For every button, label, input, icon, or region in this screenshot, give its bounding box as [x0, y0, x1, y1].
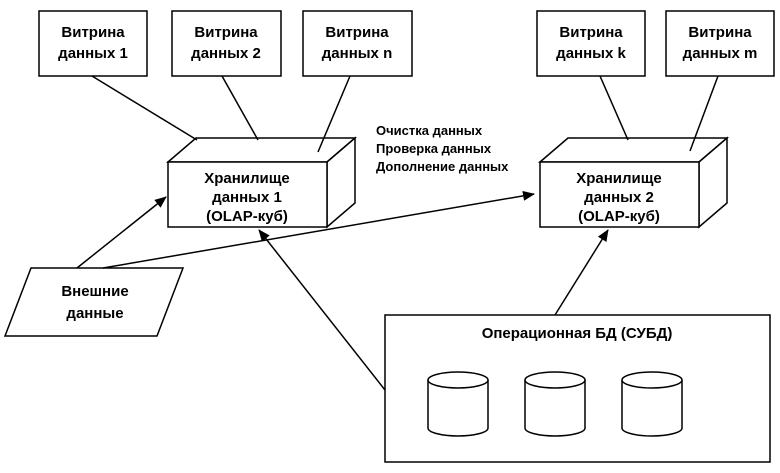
process-notes: Очистка данных Проверка данных Дополнени…	[376, 123, 509, 174]
data-mart-2: Витрина данных 2	[171, 10, 282, 77]
process-note-cleaning: Очистка данных	[376, 123, 483, 138]
data-warehouse-1: Хранилище данных 1 (OLAP-куб)	[165, 136, 358, 229]
warehouse-2-line-3: (OLAP-куб)	[578, 208, 660, 225]
warehouse-1-line-1: Хранилище	[204, 170, 290, 187]
mart-n-line-1: Витрина	[325, 24, 389, 41]
operational-db: Операционная БД (СУБД)	[384, 314, 771, 463]
database-cylinder-icon	[427, 371, 489, 437]
connector-mart-1-warehouse-1	[91, 75, 198, 141]
external-data: Внешние данные	[3, 267, 185, 337]
arrow-db-to-warehouse-2	[554, 229, 609, 316]
mart-m-line-1: Витрина	[688, 24, 752, 41]
warehouse-2-line-1: Хранилище	[576, 170, 662, 187]
mart-k-line-2: данных k	[556, 45, 626, 62]
process-note-checking: Проверка данных	[376, 141, 492, 156]
data-warehouse-2: Хранилище данных 2 (OLAP-куб)	[537, 136, 730, 229]
connector-mart-m-warehouse-2	[689, 75, 719, 152]
database-cylinder-icon	[621, 371, 683, 437]
mart-2-line-2: данных 2	[191, 45, 261, 62]
mart-m-line-2: данных m	[683, 45, 758, 62]
warehouse-1-line-3: (OLAP-куб)	[206, 208, 288, 225]
arrow-external-to-warehouse-1	[76, 196, 167, 269]
warehouse-1-line-2: данных 1	[212, 189, 282, 206]
connector-mart-k-warehouse-2	[599, 75, 629, 141]
operational-db-title: Операционная БД (СУБД)	[482, 325, 673, 342]
mart-n-line-2: данных n	[322, 45, 392, 62]
database-cylinder-icon	[524, 371, 586, 437]
connector-mart-n-warehouse-1	[317, 75, 351, 153]
arrow-external-to-warehouse-2	[102, 190, 535, 269]
data-mart-m: Витрина данных m	[665, 10, 775, 77]
process-note-supplement: Дополнение данных	[376, 159, 509, 174]
connector-mart-2-warehouse-1	[221, 75, 259, 141]
data-mart-k: Витрина данных k	[536, 10, 646, 77]
arrow-db-to-warehouse-1	[258, 229, 386, 391]
external-data-line-1: Внешние	[61, 283, 128, 300]
mart-k-line-1: Витрина	[559, 24, 623, 41]
data-mart-1: Витрина данных 1	[38, 10, 148, 77]
data-mart-n: Витрина данных n	[302, 10, 413, 77]
mart-2-line-1: Витрина	[194, 24, 258, 41]
warehouse-2-line-2: данных 2	[584, 189, 654, 206]
external-data-line-2: данные	[66, 305, 123, 322]
mart-1-line-2: данных 1	[58, 45, 128, 62]
mart-1-line-1: Витрина	[61, 24, 125, 41]
